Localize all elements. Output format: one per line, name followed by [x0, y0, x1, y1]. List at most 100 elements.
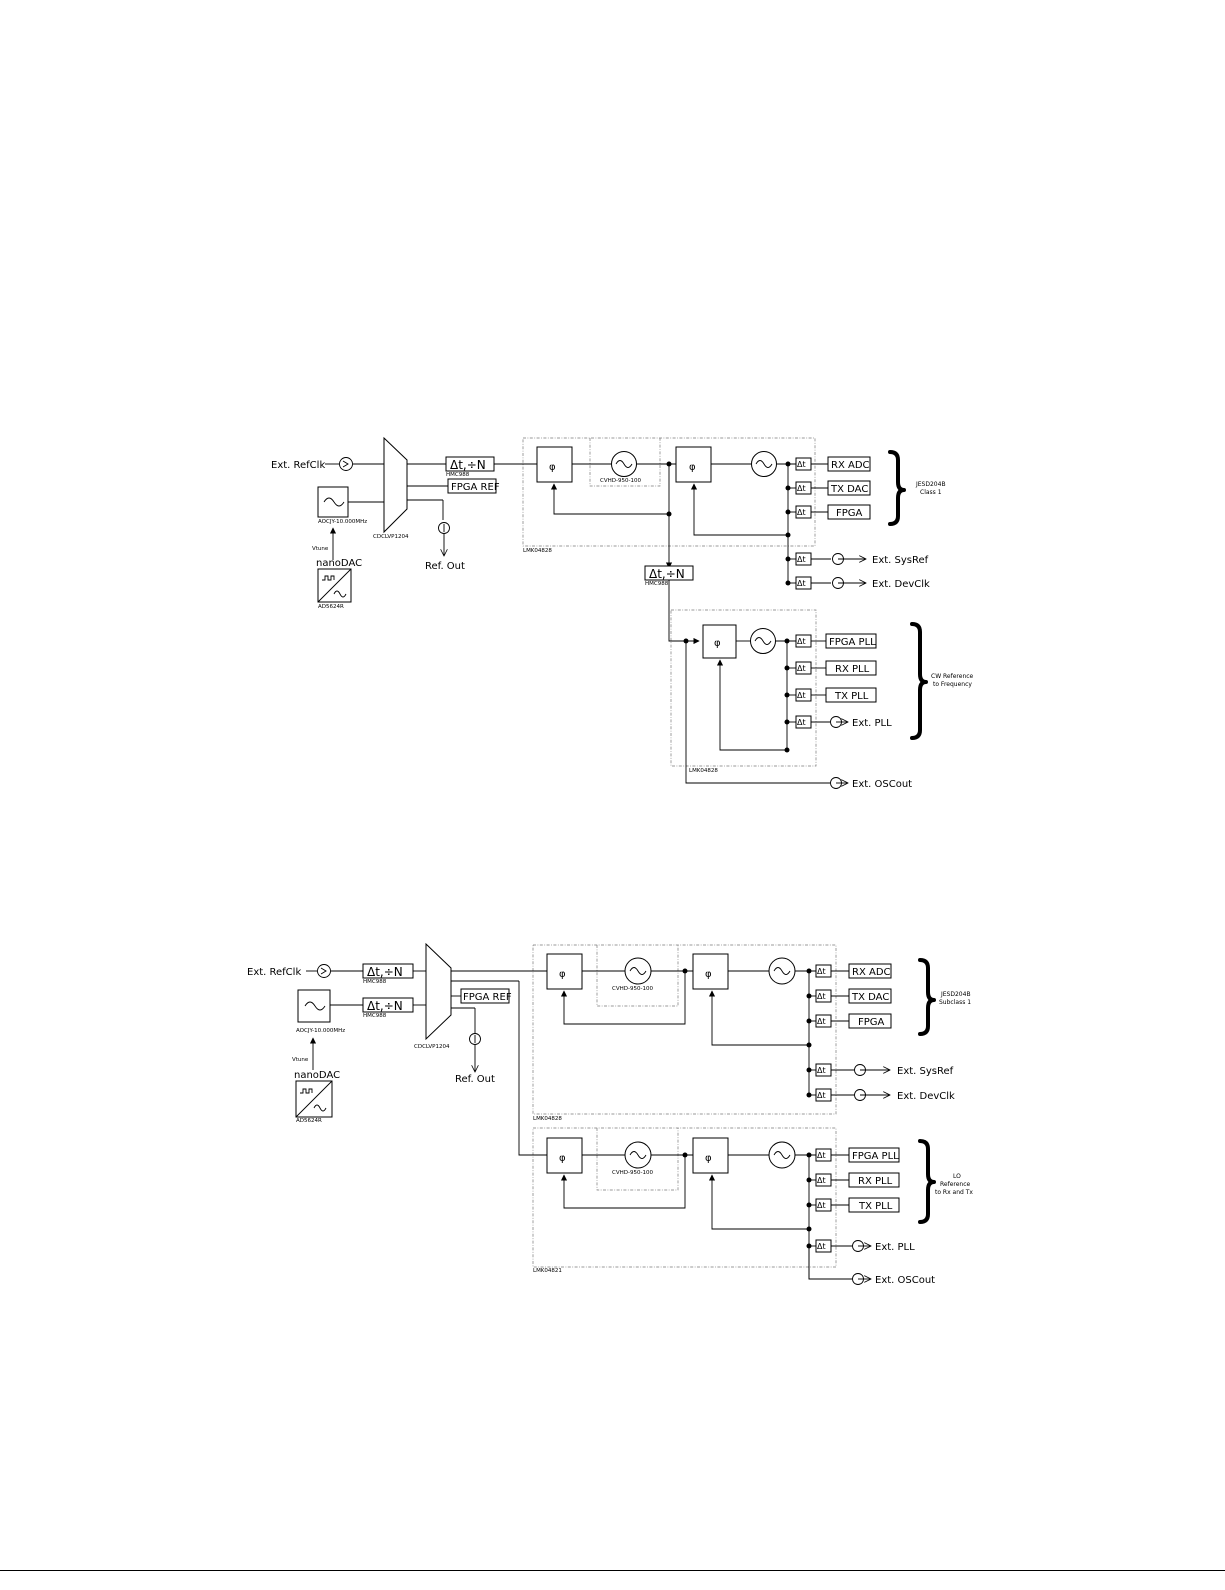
delay-label: Δt	[797, 691, 806, 700]
brace-lo-reference	[918, 1139, 936, 1224]
cw-label-line1: CW Reference	[931, 673, 974, 680]
cw-label-line2: to Frequency	[933, 681, 972, 688]
output-row-fpga-pll: Δt FPGA PLL	[815, 1147, 900, 1163]
delay-label: Δt	[817, 967, 826, 976]
lo-label-line1: LO	[953, 1173, 961, 1180]
lmk-top-boundary	[532, 944, 837, 1115]
output-row-fpga: Δt FPGA	[809, 1013, 892, 1029]
tx-pll-box	[825, 687, 877, 703]
ext-pll-label: Ext. PLL	[875, 1242, 915, 1253]
delay-label: Δt	[797, 579, 806, 588]
pll1-phase-detector	[546, 953, 583, 990]
delay-label: Δt	[817, 1066, 826, 1075]
delay-label: Δt	[797, 555, 806, 564]
vcxo-part-label: CVHD-950-100	[612, 986, 653, 992]
pll2-phase-detector	[675, 446, 712, 483]
output-row-ext-pll: Δt Ext. PLL	[787, 715, 892, 729]
pll-phase-detector	[702, 624, 737, 659]
phase-detector-label: φ	[549, 462, 556, 473]
oscillator-icon	[629, 967, 647, 975]
output-row-ext-sysref: Δt Ext. SysRef	[788, 552, 929, 566]
fpga-pll-box	[848, 1147, 900, 1163]
oscillator-icon	[755, 460, 773, 468]
lmk-top-label: LMK04828	[533, 1116, 562, 1122]
dac-icon	[317, 568, 352, 603]
ext-devclk-label: Ext. DevClk	[872, 579, 930, 590]
phase-detector-label: φ	[714, 638, 721, 649]
output-row-ext-devclk: Δt Ext. DevClk	[788, 576, 930, 590]
output-row-tx-pll: Δt TX PLL	[787, 687, 877, 703]
pll1-phase-detector	[536, 446, 573, 483]
lo-label-line3: to Rx and Tx	[935, 1189, 973, 1196]
ext-sysref-label: Ext. SysRef	[872, 555, 929, 566]
diagram-1: LMK04828 LMK04828 Ext. RefClk AOCJY-10.0…	[271, 436, 974, 790]
fanout-part-label: CDCLVP1204	[373, 534, 409, 540]
output-row-tx-dac: Δt TX DAC	[809, 988, 892, 1004]
rx-adc-label: RX ADC	[831, 460, 870, 471]
ocxo-part-label: AOCJY-10.000MHz	[296, 1028, 345, 1034]
tx-dac-label: TX DAC	[830, 484, 868, 495]
output-row-rx-pll: Δt RX PLL	[787, 660, 877, 676]
tx-dac-box	[848, 988, 892, 1004]
tx-pll-label: TX PLL	[834, 691, 869, 702]
lmk-bottom-inner-boundary	[596, 1128, 679, 1191]
output-row-fpga: Δt FPGA	[788, 504, 871, 520]
output-row-fpga-pll: Δt FPGA PLL	[795, 633, 877, 649]
oscillator-icon	[629, 1151, 647, 1159]
delay-label: Δt	[797, 460, 806, 469]
phase-detector-label: φ	[689, 462, 696, 473]
vcxo-part-label: CVHD-950-100	[600, 478, 641, 484]
fanout-part-label: CDCLVP1204	[414, 1044, 450, 1050]
hmc-part-label: HMC988	[446, 472, 470, 478]
output-row-ext-oscout: Ext. OSCout	[808, 1246, 935, 1286]
lo-label-line2: Reference	[940, 1181, 971, 1188]
fpga-box	[827, 504, 871, 520]
delay-label: Δt	[817, 1091, 826, 1100]
jesd-label-line1: JESD204B	[940, 991, 971, 998]
delay-divider-label: Δt,÷N	[450, 458, 486, 472]
nanodac-label: nanoDAC	[294, 1070, 340, 1081]
delay-divider-label: Δt,÷N	[367, 965, 403, 979]
delay-label: Δt	[797, 508, 806, 517]
rx-adc-label: RX ADC	[852, 967, 891, 978]
ext-oscout-label: Ext. OSCout	[852, 779, 912, 790]
pll2-phase-detector	[692, 953, 729, 990]
ref-out-connector-icon	[469, 1033, 481, 1045]
output-row-ext-pll: Δt Ext. PLL	[809, 1239, 915, 1253]
delay-label: Δt	[797, 484, 806, 493]
tx-dac-label: TX DAC	[851, 992, 889, 1003]
lmk-bottom-label: LMK04828	[689, 768, 718, 774]
rx-adc-box	[827, 456, 871, 472]
ext-refclk-label: Ext. RefClk	[271, 460, 325, 471]
lmk-bottom-boundary	[670, 609, 817, 767]
oscillator-icon	[773, 1151, 791, 1159]
rx-pll-label: RX PLL	[835, 664, 870, 675]
ocxo-part-label: AOCJY-10.000MHz	[318, 519, 367, 525]
ext-pll-label: Ext. PLL	[852, 718, 892, 729]
ocxo-block	[297, 989, 331, 1023]
ocxo-block	[317, 486, 349, 518]
fpga-label: FPGA	[858, 1017, 885, 1028]
rx-pll-box	[825, 660, 877, 676]
vtune-label: Vtune	[292, 1057, 309, 1063]
fpga-label: FPGA	[836, 508, 863, 519]
diagram-2: LMK04828 LMK04821 Ext. RefClk Δt,÷N HMC9…	[247, 942, 973, 1286]
output-row-ext-devclk: Δt Ext. DevClk	[809, 1088, 955, 1102]
rx-pll-box	[848, 1172, 900, 1188]
delay-label: Δt	[817, 992, 826, 1001]
jesd-label-line2: Subclass 1	[939, 999, 971, 1006]
delay-label: Δt	[817, 1151, 826, 1160]
delay-divider-label: Δt,÷N	[367, 999, 403, 1013]
brace-jesd-bottom	[918, 958, 936, 1036]
phase-detector-label: φ	[705, 969, 712, 980]
brace-cw-reference	[910, 622, 928, 740]
fpga-ref-label: FPGA REF	[463, 992, 512, 1003]
vcxo-part-label: CVHD-950-100	[612, 1170, 653, 1176]
fanout-buffer	[425, 942, 452, 1041]
ext-devclk-label: Ext. DevClk	[897, 1091, 955, 1102]
dac-part-label: AD5624R	[296, 1118, 322, 1124]
hmc-part-label: HMC988	[363, 979, 387, 985]
output-row-ext-sysref: Δt Ext. SysRef	[809, 1063, 954, 1077]
